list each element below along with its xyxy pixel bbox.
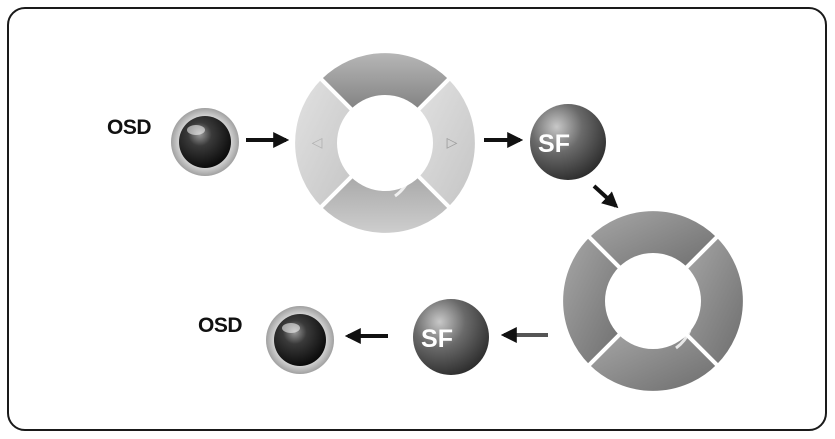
sf-button-label: SF <box>421 325 453 353</box>
sf-button-bottom[interactable]: SF <box>413 299 489 375</box>
ring-bottom-center <box>605 253 701 349</box>
sf-button-face <box>530 104 606 180</box>
osd-button-top[interactable] <box>171 108 239 176</box>
sf-button-top[interactable]: SF <box>530 104 606 180</box>
osd-button-shine <box>187 125 205 135</box>
osd-button-face <box>179 116 231 168</box>
sf-button-label: SF <box>538 130 570 158</box>
osd-button-bottom[interactable] <box>266 306 334 374</box>
osd-label-top: OSD <box>107 116 152 139</box>
navigation-ring-top <box>291 49 479 237</box>
ring-top-glint <box>394 175 412 198</box>
ring-bottom-glint <box>675 329 692 350</box>
osd-label-bottom: OSD <box>198 314 243 337</box>
arrow-diagonal <box>592 184 619 209</box>
osd-button-face <box>274 314 326 366</box>
ring-top-center <box>337 95 433 191</box>
left-arrow-glyph: ◁ <box>312 134 323 150</box>
right-arrow-glyph: ▷ <box>447 134 458 150</box>
osd-button-shine <box>282 323 300 333</box>
sf-button-face <box>413 299 489 375</box>
navigation-ring-bottom <box>559 207 747 395</box>
